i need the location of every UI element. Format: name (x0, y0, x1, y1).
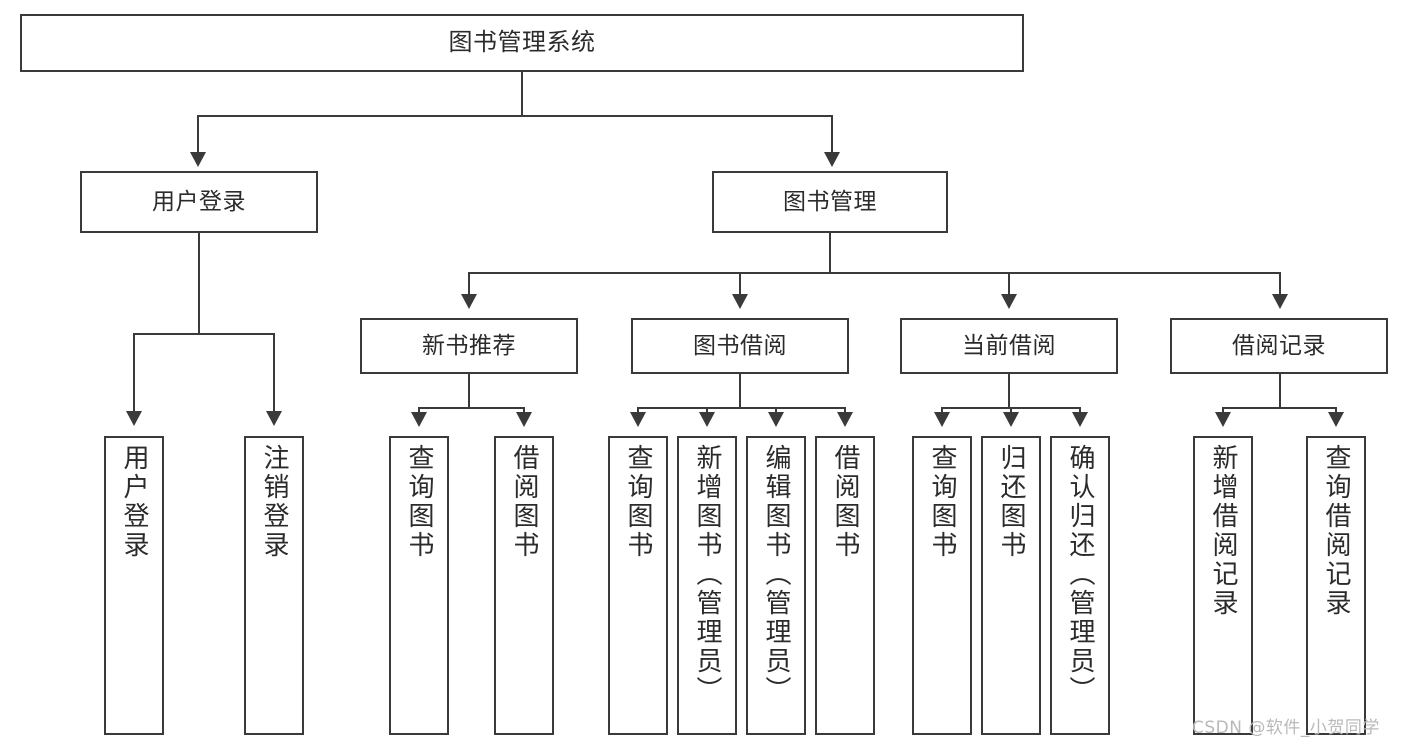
connector-bookmgmt-to-record (1279, 272, 1281, 297)
connector-login-bar (133, 333, 275, 335)
connector-current-c3 (1079, 407, 1081, 415)
node-label: 查询图书 (927, 444, 957, 560)
node-label: 归还图书 (996, 444, 1026, 560)
arrow-record-c2 (1328, 412, 1344, 427)
arrow-recommend-c1 (411, 412, 427, 427)
connector-bookmgmt-to-recommend (468, 272, 470, 297)
connector-current-c1 (941, 407, 943, 415)
node-label: 图书管理系统 (448, 28, 596, 57)
node-label: 借阅图书 (509, 444, 539, 560)
node-label: 用户登录 (152, 188, 246, 215)
connector-bookmgmt-stem (829, 233, 831, 273)
leaf-borrow-add-book-admin[interactable]: 新增图书（管理员） (677, 436, 737, 735)
arrow-bookmgmt-to-current (1001, 294, 1017, 309)
arrow-record-c1 (1215, 412, 1231, 427)
connector-borrow-c1 (637, 407, 639, 415)
node-label: 用户登录 (119, 444, 149, 560)
node-label: 图书借阅 (693, 332, 787, 359)
node-label: 借阅记录 (1232, 332, 1326, 359)
leaf-borrow-borrow-book[interactable]: 借阅图书 (815, 436, 875, 735)
arrow-root-to-bookmgmt (824, 152, 840, 167)
connector-recommend-c2 (523, 407, 525, 415)
node-label: 图书管理 (783, 188, 877, 215)
leaf-recommend-borrow-book[interactable]: 借阅图书 (494, 436, 554, 735)
leaf-current-return-book[interactable]: 归还图书 (981, 436, 1041, 735)
node-label: 注销登录 (259, 444, 289, 560)
arrow-bookmgmt-to-record (1272, 294, 1288, 309)
connector-record-c2 (1335, 407, 1337, 415)
leaf-borrow-query-book[interactable]: 查询图书 (608, 436, 668, 735)
arrow-borrow-c2 (699, 412, 715, 427)
node-new-book-recommend[interactable]: 新书推荐 (360, 318, 578, 374)
node-label: 查询图书 (404, 444, 434, 560)
connector-borrow-c2 (706, 407, 708, 415)
connector-bookmgmt-bar (468, 272, 1280, 274)
connector-login-stem (198, 233, 200, 334)
connector-root-to-bookmgmt (831, 115, 833, 155)
leaf-recommend-query-book[interactable]: 查询图书 (389, 436, 449, 735)
leaf-record-add-borrow-record[interactable]: 新增借阅记录 (1193, 436, 1253, 735)
leaf-borrow-edit-book-admin[interactable]: 编辑图书（管理员） (746, 436, 806, 735)
arrow-login-to-leaf1 (126, 411, 142, 426)
node-label: 确认归还（管理员） (1065, 444, 1095, 705)
connector-recommend-c1 (418, 407, 420, 415)
arrow-current-c3 (1072, 412, 1088, 427)
leaf-logout-login[interactable]: 注销登录 (244, 436, 304, 735)
connector-record-bar (1222, 407, 1337, 409)
connector-root-stem (521, 72, 523, 115)
node-borrow-record[interactable]: 借阅记录 (1170, 318, 1388, 374)
arrow-borrow-c1 (630, 412, 646, 427)
node-label: 新增借阅记录 (1208, 444, 1238, 618)
connector-bookmgmt-to-borrow (739, 272, 741, 297)
connector-borrow-stem (739, 374, 741, 408)
node-label: 新增图书（管理员） (692, 444, 722, 705)
node-label: 编辑图书（管理员） (761, 444, 791, 705)
csdn-watermark: CSDN @软件_小贺同学 (1192, 718, 1380, 738)
node-label: 查询图书 (623, 444, 653, 560)
connector-recommend-stem (468, 374, 470, 408)
connector-borrow-c3 (775, 407, 777, 415)
node-user-login[interactable]: 用户登录 (80, 171, 318, 233)
arrow-current-c2 (1003, 412, 1019, 427)
connector-login-to-leaf2 (273, 333, 275, 414)
leaf-record-query-borrow-record[interactable]: 查询借阅记录 (1306, 436, 1366, 735)
arrow-current-c1 (934, 412, 950, 427)
connector-record-c1 (1222, 407, 1224, 415)
arrow-recommend-c2 (516, 412, 532, 427)
connector-login-to-leaf1 (133, 333, 135, 414)
node-label: 当前借阅 (962, 332, 1056, 359)
connector-borrow-bar (637, 407, 844, 409)
leaf-current-query-book[interactable]: 查询图书 (912, 436, 972, 735)
leaf-current-confirm-return-admin[interactable]: 确认归还（管理员） (1050, 436, 1110, 735)
node-root-system[interactable]: 图书管理系统 (20, 14, 1024, 72)
arrow-root-to-login (190, 152, 206, 167)
node-label: 查询借阅记录 (1321, 444, 1351, 618)
arrow-bookmgmt-to-recommend (461, 294, 477, 309)
node-label: 借阅图书 (830, 444, 860, 560)
arrow-borrow-c3 (768, 412, 784, 427)
node-book-management[interactable]: 图书管理 (712, 171, 948, 233)
connector-borrow-c4 (844, 407, 846, 415)
node-current-borrow[interactable]: 当前借阅 (900, 318, 1118, 374)
node-book-borrow[interactable]: 图书借阅 (631, 318, 849, 374)
connector-current-stem (1008, 374, 1010, 408)
arrow-login-to-leaf2 (266, 411, 282, 426)
connector-current-c2 (1010, 407, 1012, 415)
connector-root-bar (197, 115, 833, 117)
leaf-user-login[interactable]: 用户登录 (104, 436, 164, 735)
connector-root-to-login (197, 115, 199, 155)
connector-bookmgmt-to-current (1008, 272, 1010, 297)
node-label: 新书推荐 (422, 332, 516, 359)
arrow-borrow-c4 (837, 412, 853, 427)
connector-record-stem (1279, 374, 1281, 408)
arrow-bookmgmt-to-borrow (732, 294, 748, 309)
connector-recommend-bar (418, 407, 525, 409)
